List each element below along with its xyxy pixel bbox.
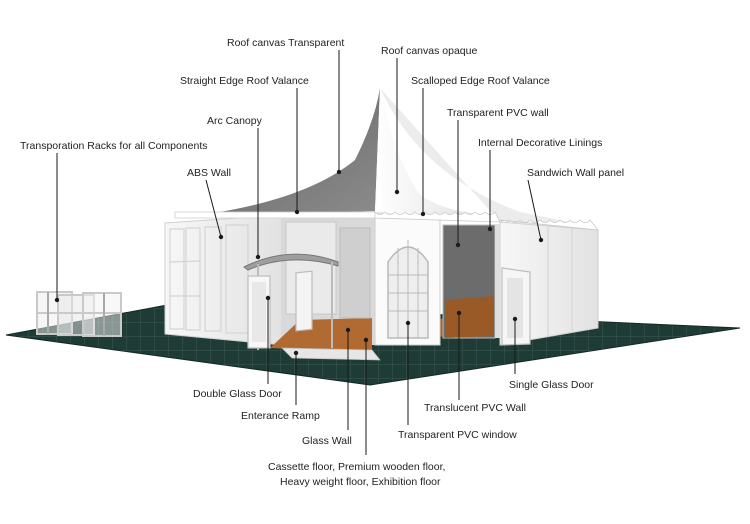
tent-body [164, 211, 599, 352]
double-glass-door [247, 270, 313, 349]
label-sandwich-wall-panel: Sandwich Wall panel [527, 167, 624, 179]
label-transportation-racks: Transporation Racks for all Components [20, 140, 208, 152]
label-floor-types-line2: Heavy weight floor, Exhibition floor [280, 476, 441, 488]
callout-labels: Roof canvas Transparent Roof canvas opaq… [20, 37, 624, 488]
label-translucent-pvc-wall: Translucent PVC Wall [424, 402, 526, 414]
label-double-glass-door: Double Glass Door [193, 388, 282, 400]
label-roof-canvas-opaque: Roof canvas opaque [381, 45, 477, 57]
label-arc-canopy: Arc Canopy [207, 115, 263, 127]
pagoda-roof [174, 88, 599, 231]
label-roof-canvas-transparent: Roof canvas Transparent [227, 37, 344, 49]
label-entrance-ramp: Enterance Ramp [241, 410, 320, 422]
label-single-glass-door: Single Glass Door [509, 379, 594, 391]
label-transparent-pvc-wall: Transparent PVC wall [447, 107, 549, 119]
entrance-ramp [281, 347, 381, 361]
label-floor-types-line1: Cassette floor, Premium wooden floor, [268, 461, 445, 473]
label-straight-edge-roof-valance: Straight Edge Roof Valance [180, 75, 309, 87]
abs-wall-panels [169, 224, 249, 334]
label-transparent-pvc-window: Transparent PVC window [398, 429, 517, 441]
transparent-pvc-window [387, 240, 429, 339]
label-abs-wall: ABS Wall [187, 167, 231, 179]
leader-lines [54, 50, 544, 455]
transportation-racks [36, 291, 122, 337]
label-internal-decorative-linings: Internal Decorative Linings [478, 137, 602, 149]
label-scalloped-edge-roof-valance: Scalloped Edge Roof Valance [411, 75, 550, 87]
single-glass-door [501, 267, 531, 346]
label-glass-wall: Glass Wall [302, 435, 352, 447]
